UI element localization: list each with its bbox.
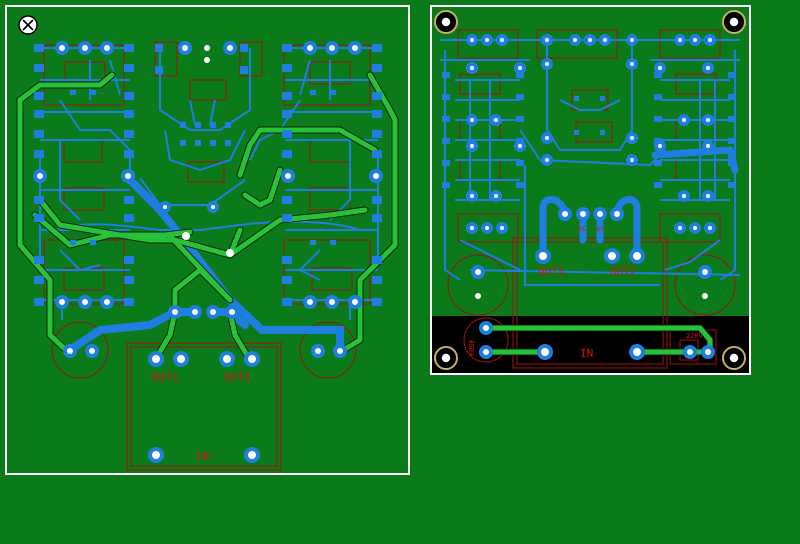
left-top-traces bbox=[16, 71, 399, 364]
left-board-outline bbox=[5, 5, 410, 475]
right-smd-pads bbox=[442, 72, 736, 188]
right-board-outline bbox=[430, 5, 751, 375]
mounting-holes bbox=[434, 10, 746, 370]
right-bottom-power bbox=[539, 146, 739, 259]
left-th-pads bbox=[33, 41, 383, 463]
left-bottom-power bbox=[66, 174, 344, 354]
right-label-220v: 220V bbox=[686, 332, 704, 340]
right-label-out1: OUT1 bbox=[538, 265, 565, 278]
left-board: OUT1 OUT2 IN bbox=[5, 5, 410, 475]
close-x-icon[interactable] bbox=[18, 15, 38, 35]
left-label-out1: OUT1 bbox=[152, 371, 179, 384]
right-label-out2: OUT2 bbox=[610, 265, 637, 278]
right-label-ac: AC bbox=[578, 225, 586, 233]
left-label-in: IN bbox=[196, 450, 209, 463]
left-silkscreen bbox=[43, 41, 371, 471]
right-th-pads bbox=[466, 34, 716, 360]
right-board: OUT1 OUT2 IN AC AC FUSE 220V bbox=[430, 5, 751, 375]
right-bottom-traces bbox=[440, 39, 741, 286]
right-label-ac2: AC bbox=[596, 225, 604, 233]
right-label-in: IN bbox=[580, 347, 593, 360]
left-label-out2: OUT2 bbox=[224, 371, 251, 384]
right-label-fuse: FUSE bbox=[468, 339, 476, 356]
left-smd-pads bbox=[34, 44, 382, 306]
